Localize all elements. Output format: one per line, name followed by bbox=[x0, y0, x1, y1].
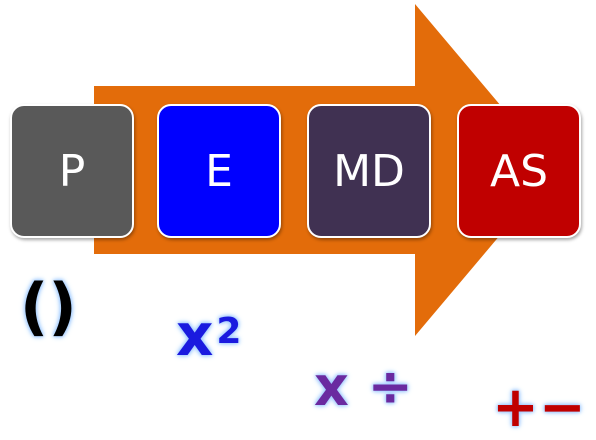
step-label-md: MD bbox=[333, 145, 405, 197]
step-label-as: AS bbox=[489, 145, 549, 197]
exponent-power: 2 bbox=[216, 311, 242, 352]
step-label-e: E bbox=[205, 145, 233, 197]
exponent-symbol: x2 bbox=[176, 306, 241, 364]
step-box-e: E bbox=[157, 104, 281, 238]
exponent-base: x bbox=[176, 301, 214, 369]
add-subtract-symbol: +− bbox=[492, 375, 586, 440]
step-box-p: P bbox=[10, 104, 134, 238]
parentheses-symbol: () bbox=[20, 270, 77, 343]
step-label-p: P bbox=[58, 145, 86, 197]
multiply-divide-symbol: x ÷ bbox=[314, 355, 413, 418]
step-box-md: MD bbox=[307, 104, 431, 238]
step-box-as: AS bbox=[457, 104, 581, 238]
